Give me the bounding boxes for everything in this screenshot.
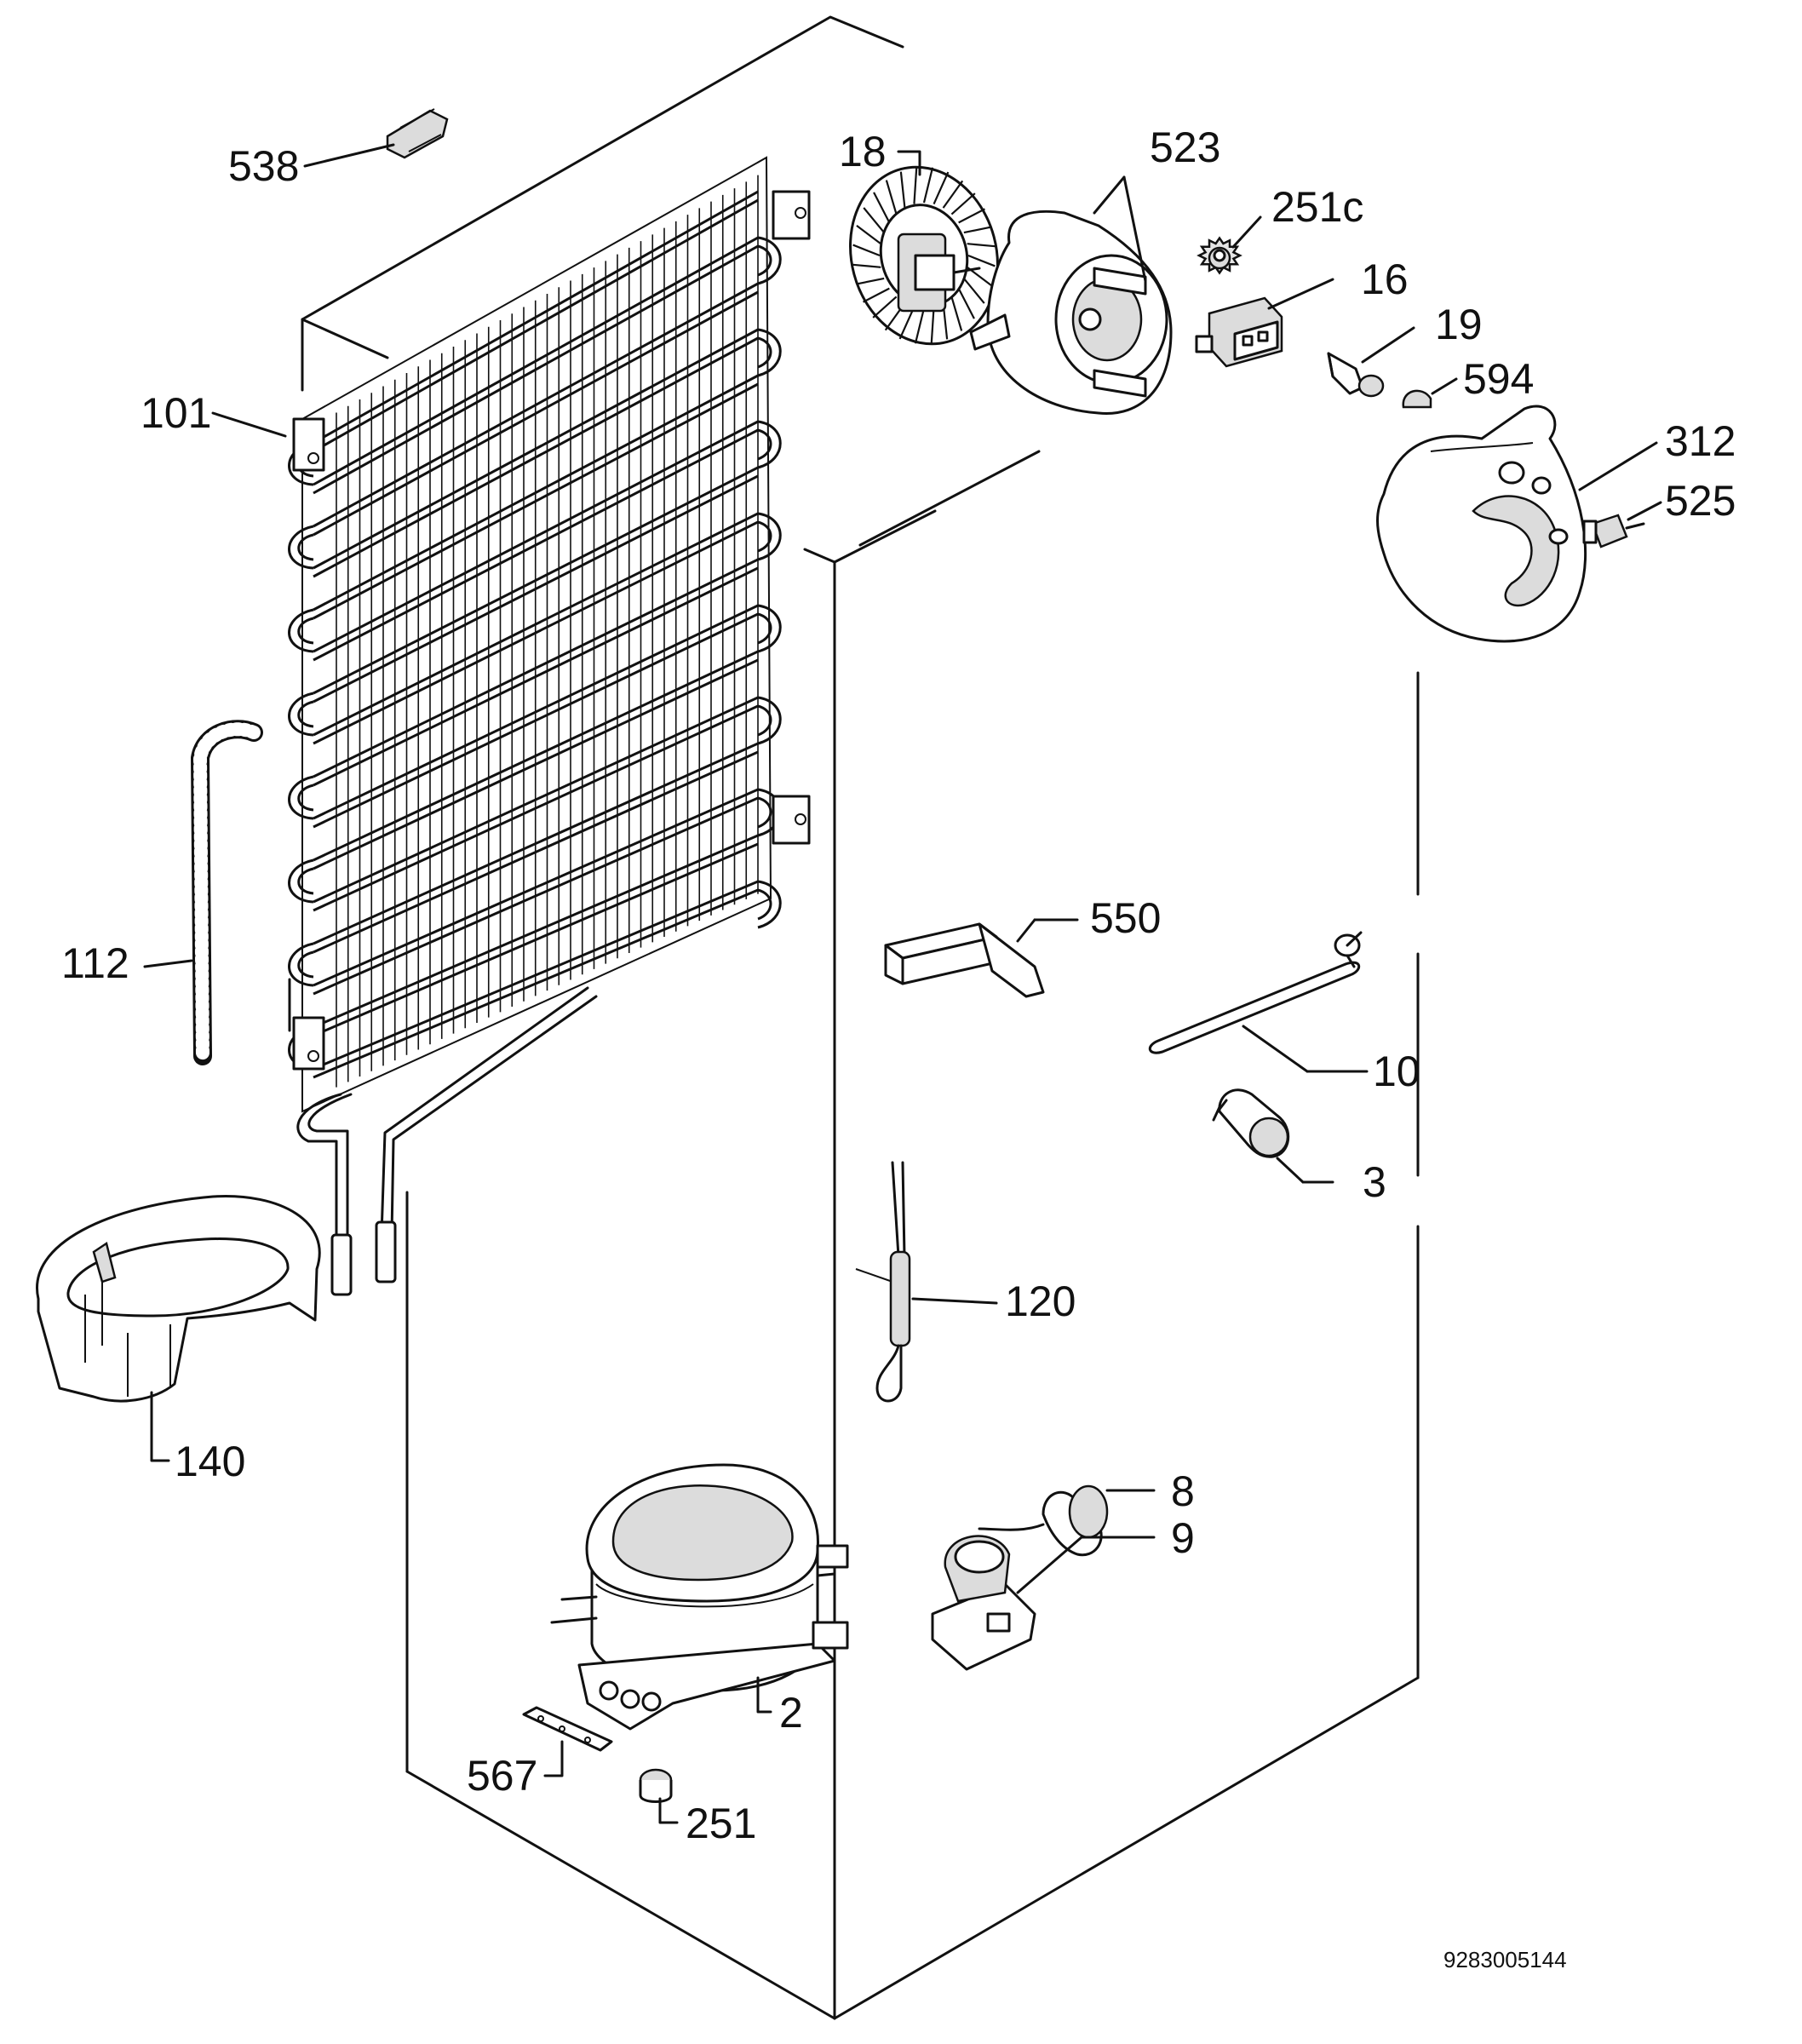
cabinet-outline [288,15,1420,2020]
label-18: 18 [839,128,887,175]
defrost-heater-10 [1149,931,1363,1054]
wire-harness-120 [855,1161,911,1403]
label-2: 2 [779,1689,803,1737]
plate-567 [522,1706,613,1752]
label-140: 140 [175,1438,245,1485]
document-number: 9283005144 [1443,1947,1567,1972]
compressor-2 [550,1463,849,1731]
gear-251c [1197,236,1242,275]
clip-538 [386,108,449,159]
fan-cover-523 [969,210,1173,415]
sensor-525 [1582,514,1645,548]
label-19: 19 [1435,301,1483,348]
fan-motor-18 [849,165,999,346]
label-112: 112 [61,939,129,987]
label-525: 525 [1665,477,1736,525]
label-9: 9 [1171,1514,1195,1562]
part-labels: 538 18 523 251c 16 19 594 312 525 101 11… [61,123,1736,1972]
label-251: 251 [686,1800,756,1847]
switch-16 [1195,296,1283,368]
label-567: 567 [467,1752,537,1800]
relay-cover-9 [931,1535,1036,1671]
label-523: 523 [1150,123,1220,171]
label-16: 16 [1361,256,1409,303]
drip-tray-140 [36,1195,321,1403]
bracket-550 [884,922,1045,998]
label-538: 538 [228,142,299,190]
label-3: 3 [1363,1158,1386,1206]
label-10: 10 [1373,1048,1420,1095]
relay-8 [978,1484,1109,1557]
capacitor-3 [1212,1088,1290,1158]
lamp-cover-312 [1376,405,1587,643]
label-8: 8 [1171,1467,1195,1515]
leader-lines [143,143,1662,1824]
label-594: 594 [1463,355,1534,403]
condenser-coil [288,156,811,1296]
label-312: 312 [1665,417,1736,465]
drain-hose-112 [190,720,263,1065]
label-120: 120 [1005,1278,1076,1325]
cap-594 [1402,389,1432,409]
label-101: 101 [141,389,211,437]
grommet-251 [639,1768,673,1803]
label-550: 550 [1090,894,1161,942]
label-251c: 251c [1271,183,1363,231]
lamp-19 [1327,352,1385,398]
